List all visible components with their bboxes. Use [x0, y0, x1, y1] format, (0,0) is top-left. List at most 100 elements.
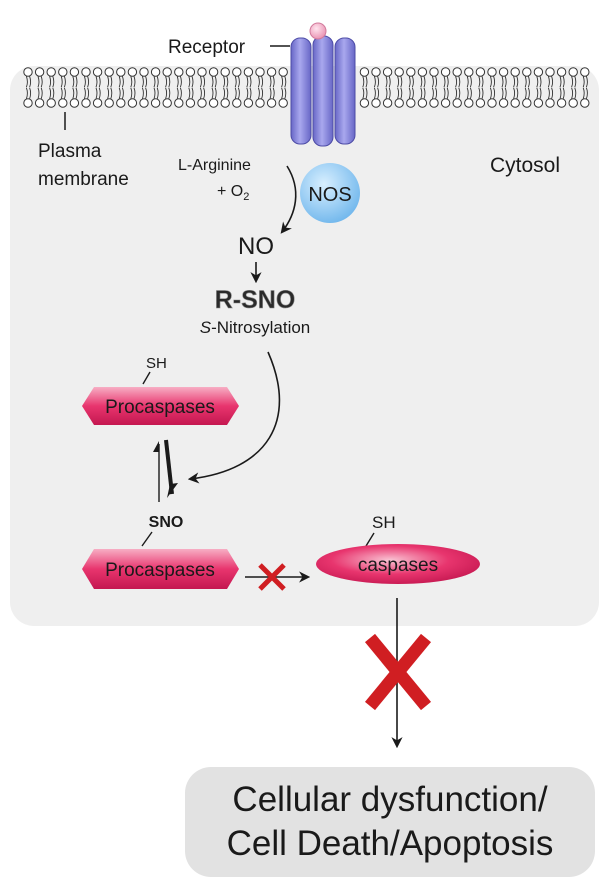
- lipid-head: [232, 98, 242, 108]
- arginine-to-no-arrow: [280, 165, 297, 234]
- lipid-tail: [118, 76, 124, 99]
- nitrosylation-label: S-Nitrosylation: [200, 318, 311, 337]
- lipid-tail: [582, 76, 588, 99]
- equilibrium-arrows: [153, 439, 178, 502]
- procaspase-bottom-shape: [82, 549, 239, 589]
- lipid-head: [278, 98, 288, 108]
- lipid-head: [359, 98, 370, 108]
- lipid-head: [104, 98, 114, 108]
- lipid-tail: [513, 76, 519, 99]
- caspases-shape: [316, 544, 480, 584]
- small-inhibition-x-icon: [258, 563, 286, 591]
- lipid-head: [139, 67, 149, 77]
- lipid-tail: [362, 76, 368, 99]
- lipid-tail: [466, 76, 472, 99]
- lipid-head: [197, 98, 207, 108]
- lipid-head: [429, 67, 439, 77]
- lipid-tail: [478, 76, 484, 99]
- lipid-head: [81, 98, 91, 108]
- lipid-head: [266, 67, 277, 77]
- lipid-head: [406, 98, 416, 108]
- lipid-head: [440, 98, 451, 108]
- plasma-membrane-label-line2: membrane: [38, 169, 129, 190]
- sh-label-right: SH: [372, 513, 396, 532]
- lipid-head: [243, 98, 254, 108]
- lipid-tail: [60, 76, 66, 99]
- lipid-head: [580, 67, 590, 77]
- lipid-tail: [281, 76, 287, 99]
- lipid-head: [150, 98, 161, 108]
- lipid-head: [34, 67, 45, 77]
- lipid-head: [185, 67, 196, 77]
- lipid-head: [394, 67, 404, 77]
- lipid-head: [464, 67, 474, 77]
- lipid-head: [255, 67, 265, 77]
- ligand-icon: [309, 22, 327, 40]
- lipid-head: [533, 98, 544, 108]
- lipid-head: [475, 67, 486, 77]
- lipid-head: [556, 98, 567, 108]
- lipid-head: [69, 67, 80, 77]
- lipid-head: [487, 98, 497, 108]
- lipid-tail: [107, 76, 113, 99]
- lipid-head: [371, 98, 381, 108]
- lipid-tail: [559, 76, 565, 99]
- lipid-head: [440, 67, 451, 77]
- lipid-head: [58, 67, 68, 77]
- receptor-label: Receptor: [168, 37, 246, 58]
- lipid-head: [475, 98, 486, 108]
- oxygen-label-text: + O: [217, 183, 243, 200]
- lipid-tail: [223, 76, 229, 99]
- lipid-tail: [443, 76, 449, 99]
- lipid-tail: [176, 76, 182, 99]
- rsno-label: R-SNO: [215, 286, 296, 314]
- lipid-tail: [130, 76, 136, 99]
- outcome-line1: Cellular dysfunction/: [232, 780, 548, 819]
- lipid-head: [220, 67, 230, 77]
- lipid-head: [417, 67, 428, 77]
- lipid-head: [46, 67, 56, 77]
- oxygen-subscript: 2: [243, 191, 249, 203]
- lipid-head: [452, 67, 462, 77]
- sh-bond-right: [365, 532, 375, 547]
- lipid-head: [522, 98, 532, 108]
- lipid-head: [162, 98, 172, 108]
- lipid-head: [116, 67, 126, 77]
- lipid-head: [266, 98, 277, 108]
- cytosol-label: Cytosol: [490, 154, 560, 177]
- sno-bond: [141, 531, 153, 547]
- lipid-head: [232, 67, 242, 77]
- lipid-head: [92, 67, 103, 77]
- lipid-tail: [153, 76, 159, 99]
- lipid-head: [127, 98, 138, 108]
- lipid-head: [34, 98, 45, 108]
- lipid-tail: [95, 76, 101, 99]
- lipid-head: [394, 98, 404, 108]
- lipid-head: [510, 67, 520, 77]
- lipid-head: [58, 98, 68, 108]
- cytosol-region: [10, 66, 599, 626]
- lipid-head: [545, 98, 555, 108]
- lipid-tail: [269, 76, 275, 99]
- lipid-head: [185, 98, 196, 108]
- lipid-tail: [397, 76, 403, 99]
- lipid-head: [23, 98, 33, 108]
- sh-bond-top: [142, 371, 151, 385]
- lipid-head: [92, 98, 103, 108]
- lipid-head: [69, 98, 80, 108]
- l-arginine-label: L-Arginine: [178, 157, 251, 174]
- large-inhibition-x-icon: [364, 633, 432, 711]
- lipid-tail: [373, 76, 380, 99]
- lipid-tail: [211, 76, 217, 99]
- lipid-head: [162, 67, 172, 77]
- lipid-head: [208, 67, 219, 77]
- sh-label-top: SH: [146, 355, 167, 372]
- lipid-tail: [25, 76, 32, 99]
- lipid-head: [174, 67, 184, 77]
- lipid-tail: [547, 76, 554, 99]
- lipid-head: [498, 98, 509, 108]
- lipid-tail: [49, 76, 55, 99]
- nos-enzyme-icon: [300, 163, 360, 223]
- lipid-head: [522, 67, 532, 77]
